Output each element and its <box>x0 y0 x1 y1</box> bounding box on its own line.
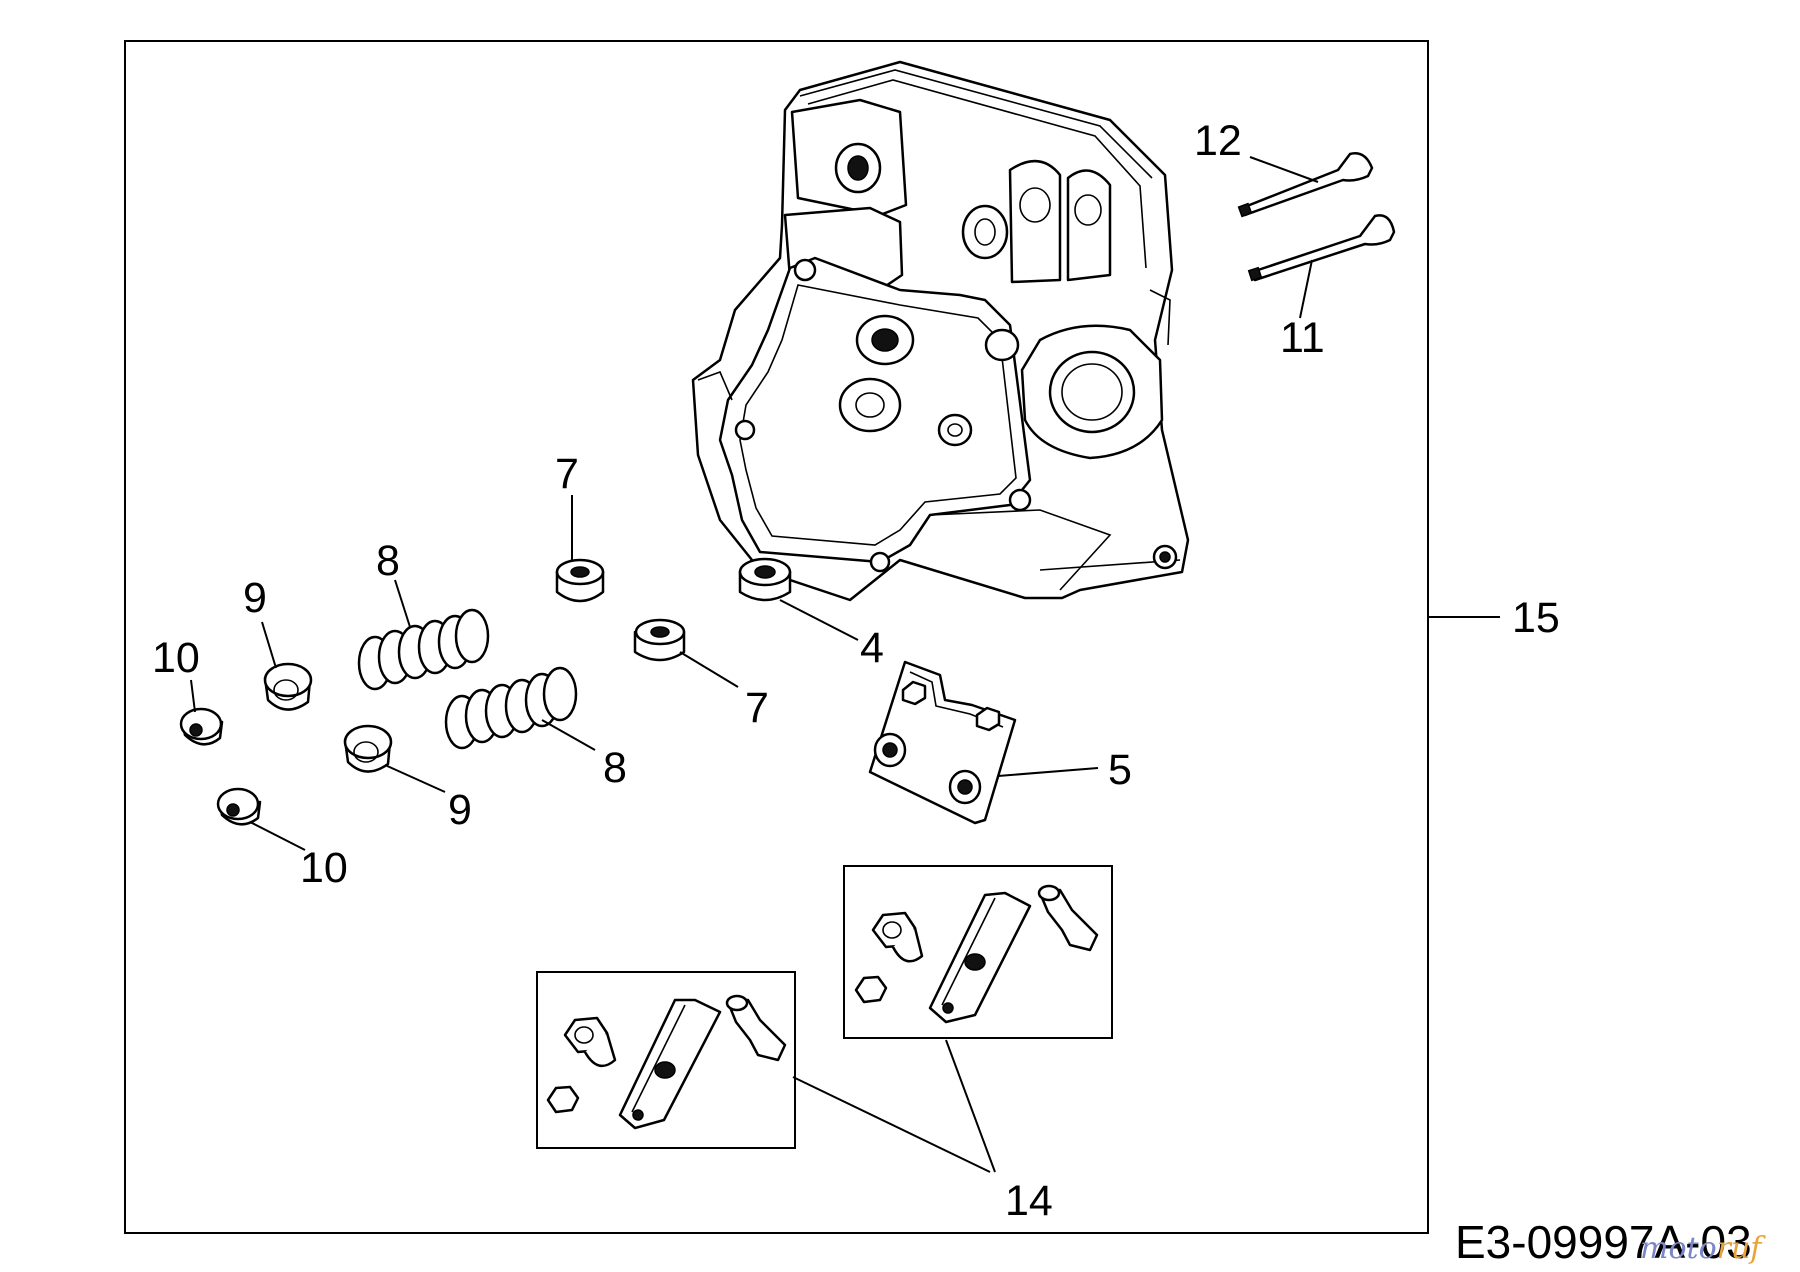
callout-9-lower: 9 <box>448 786 472 834</box>
callout-5: 5 <box>1108 746 1132 794</box>
callout-11: 11 <box>1280 314 1325 362</box>
assembly-frame <box>124 40 1429 1234</box>
callout-9-upper: 9 <box>243 574 267 622</box>
spring-retainer-lower <box>343 724 393 773</box>
leader-lines <box>190 156 1500 1173</box>
callout-15: 15 <box>1512 594 1560 642</box>
valve-intake <box>1247 214 1396 282</box>
watermark-part2: ruf <box>1717 1231 1767 1266</box>
guide-plate <box>868 660 1017 825</box>
watermark-logo: motoruf <box>1640 1231 1766 1266</box>
callout-4: 4 <box>860 624 884 672</box>
rocker-arm-kit-lower <box>536 971 796 1149</box>
valve-spring-upper <box>357 608 490 691</box>
valve-spring-lower <box>444 666 578 750</box>
cylinder-head <box>691 60 1190 602</box>
drawing-code: E3-09997A-03 <box>1455 1216 1752 1268</box>
spring-retainer-upper <box>263 662 313 711</box>
valve-collet-lower <box>216 787 262 826</box>
callout-8-lower: 8 <box>603 744 627 792</box>
guide-seal-4 <box>738 557 792 602</box>
watermark-part1: moto <box>1640 1231 1717 1266</box>
valve-seal-lower <box>633 618 686 662</box>
valve-seal-upper <box>555 558 605 603</box>
callout-14: 14 <box>1005 1177 1053 1225</box>
rocker-arm-kit-upper <box>843 865 1113 1039</box>
valve-collet-upper <box>179 707 224 746</box>
callout-10-upper: 10 <box>152 634 200 682</box>
callout-8-upper: 8 <box>376 537 400 585</box>
callout-7-lower: 7 <box>745 684 769 732</box>
callout-7-upper: 7 <box>555 450 579 498</box>
callout-12: 12 <box>1194 117 1242 165</box>
callout-10-lower: 10 <box>300 844 348 892</box>
valve-exhaust <box>1237 152 1374 218</box>
